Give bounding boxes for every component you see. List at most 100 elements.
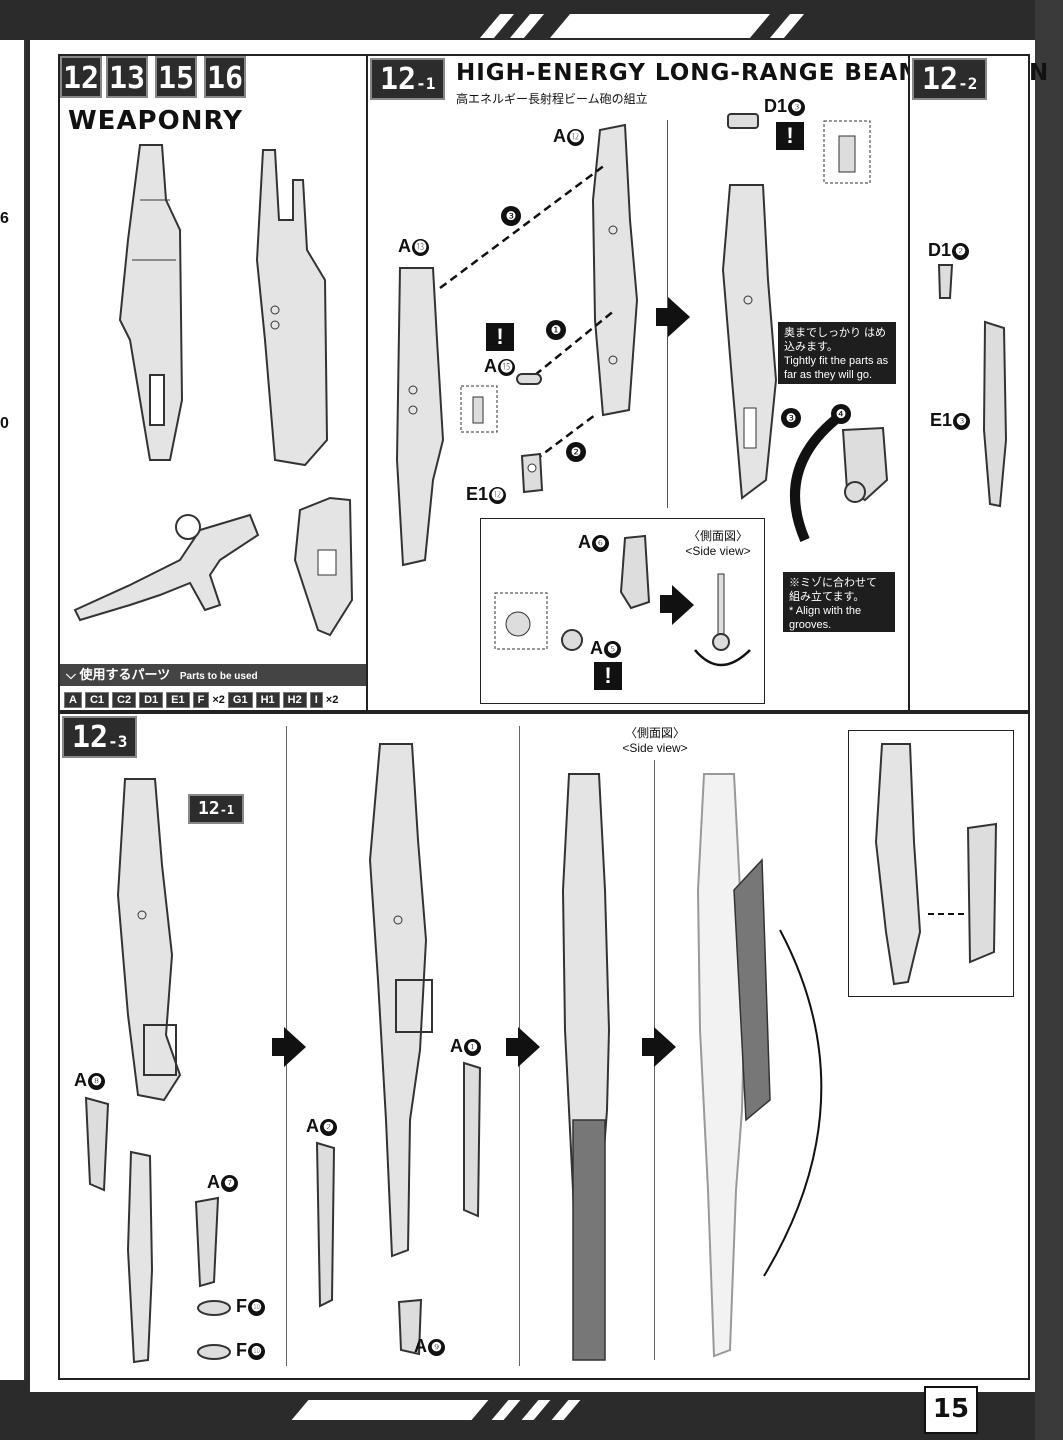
step-badge-12-1: 12-1 <box>370 58 446 100</box>
part-chip: E1 <box>166 692 190 708</box>
part-f10 <box>197 1344 231 1360</box>
side-view-label: 〈側面図〉<Side view> <box>685 529 751 558</box>
part-a12 <box>591 123 639 417</box>
part-a8 <box>84 1096 110 1192</box>
parts-list: A C1 C2 D1 E1 F×2 G1 H1 H2 I×2 <box>64 690 338 710</box>
part-chip: A <box>64 692 82 708</box>
part-multiplier: ×2 <box>325 694 339 706</box>
note-align-grooves: ※ミゾに合わせて 組み立てます。 * Align with the groove… <box>783 572 895 632</box>
part-chip: H1 <box>255 692 280 708</box>
part-e1-3 <box>982 320 1008 508</box>
step-marker: ❹ <box>831 404 851 424</box>
step-number: 16 <box>204 56 246 98</box>
next-arrow-head <box>654 1027 676 1067</box>
cannon-side-view <box>561 773 611 1361</box>
step-12-1-subtitle: 高エネルギー長射程ビーム砲の組立 <box>456 92 648 106</box>
step-marker: ❸ <box>781 408 801 428</box>
part-chip: I <box>309 692 323 708</box>
page-number: 15 <box>924 1386 978 1434</box>
parts-heading-jp: 使用するパーツ <box>79 667 171 682</box>
next-arrow <box>272 1038 284 1056</box>
weaponry-title: WEAPONRY <box>68 106 243 136</box>
part-chip: D1 <box>139 692 164 708</box>
step-number: 12 <box>60 56 102 98</box>
part-chip: H2 <box>282 692 307 708</box>
part-e1-12 <box>520 452 544 494</box>
part-chip: C2 <box>112 692 137 708</box>
note-fit-tightly: 奥までしっかり はめ込みます。 Tightly fit the parts as… <box>778 322 896 384</box>
part-f10 <box>197 1300 231 1316</box>
frame-stripe <box>549 14 771 38</box>
step-badge-12-2: 12-2 <box>912 58 988 100</box>
inset-illustration <box>874 743 998 986</box>
part-multiplier: ×2 <box>212 694 225 706</box>
assembly-arrows <box>439 163 616 461</box>
caution-icon: ! <box>776 122 804 150</box>
detail-inset <box>460 385 498 433</box>
part-d1-3 <box>727 113 759 129</box>
cannon-lower <box>126 1150 154 1364</box>
part-a13 <box>395 267 445 567</box>
part-a9 <box>397 1298 423 1356</box>
step-number: 13 <box>106 56 148 98</box>
step-marker: ❸ <box>501 206 521 226</box>
step-badge-12-3: 12-3 <box>62 716 138 758</box>
part-chip: F <box>192 692 210 708</box>
assembled-cannon <box>721 184 778 500</box>
step-number: 15 <box>155 56 197 98</box>
cannon-assembled-2 <box>368 743 433 1258</box>
detail-inset <box>494 592 548 650</box>
caution-icon: ! <box>486 323 514 351</box>
next-arrow <box>656 308 668 326</box>
left-strip-mark: 6 <box>0 210 9 227</box>
step-12-2-panel <box>908 54 1030 712</box>
caution-icon: ! <box>594 662 622 690</box>
step-marker: ❶ <box>546 320 566 340</box>
left-page-strip: 6 0 <box>0 40 26 1380</box>
part-a15 <box>516 373 542 385</box>
side-view-label: 〈側面図〉<Side view> <box>622 726 688 755</box>
detail-inset <box>823 120 871 184</box>
part-a1 <box>463 1061 482 1218</box>
part-d1-2 <box>937 264 954 299</box>
grip-assembly <box>790 416 889 542</box>
part-chip: G1 <box>227 692 253 708</box>
beam-rifle-illustration <box>73 513 260 622</box>
next-arrow <box>506 1038 518 1056</box>
part-a5 <box>561 629 583 651</box>
next-arrow-head <box>668 297 690 337</box>
part-a6 <box>619 534 651 610</box>
frame-right <box>1035 0 1063 1440</box>
part-chip: C1 <box>84 692 110 708</box>
parts-heading-en: Parts to be used <box>179 671 258 682</box>
shield-rifle-illustration <box>255 149 329 467</box>
frame-stripe <box>291 1400 489 1420</box>
next-arrow <box>642 1038 654 1056</box>
next-arrow-head <box>284 1027 306 1067</box>
next-arrow-head <box>518 1027 540 1067</box>
parts-to-be-used-bar: ⌵ 使用するパーツ Parts to be used <box>60 664 366 686</box>
cannon-upper <box>116 778 182 1102</box>
part-a7 <box>194 1196 220 1288</box>
next-arrow <box>660 595 672 613</box>
cannon-with-shield <box>696 773 771 1358</box>
next-arrow-head <box>672 585 694 625</box>
beam-cannon-illustration <box>118 144 184 461</box>
part-a2 <box>315 1141 336 1308</box>
reference-badge-12-1: 12-1 <box>188 794 245 824</box>
